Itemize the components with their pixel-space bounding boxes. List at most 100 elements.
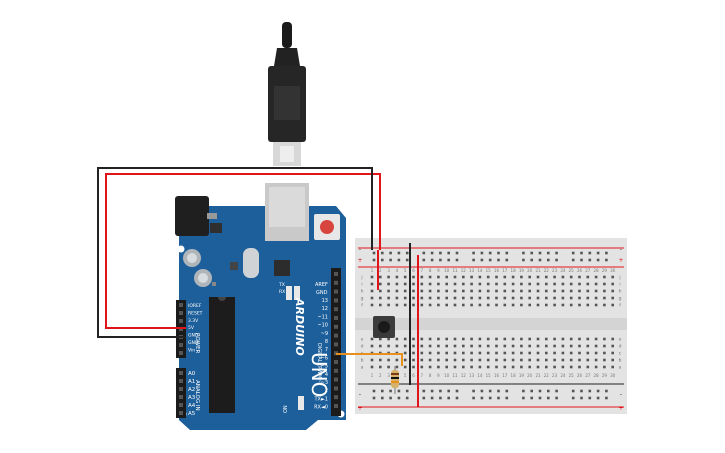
breadboard-hole <box>603 303 606 307</box>
breadboard-hole <box>379 282 382 286</box>
breadboard-hole <box>545 303 548 307</box>
breadboard-hole <box>478 296 482 300</box>
breadboard-hole <box>495 282 498 286</box>
rail-hole <box>372 396 376 400</box>
rail-hole <box>389 389 392 393</box>
rail-hole <box>381 396 384 400</box>
breadboard-hole <box>379 337 382 341</box>
rail-hole <box>596 396 600 400</box>
column-number: 25 <box>569 268 575 273</box>
column-number: 9 <box>437 373 440 378</box>
breadboard-hole <box>486 365 490 369</box>
breadboard-hole <box>428 358 432 362</box>
breadboard-hole <box>511 365 515 369</box>
header-pin <box>334 324 338 329</box>
breadboard-hole <box>403 351 407 355</box>
on-label: ON <box>283 405 289 413</box>
row-letter: b <box>619 358 622 364</box>
breadboard-hole <box>445 275 448 279</box>
breadboard-hole <box>586 337 590 341</box>
breadboard-hole <box>478 344 482 348</box>
rail-hole <box>405 396 409 400</box>
breadboard-hole <box>586 358 590 362</box>
rail-sign: - <box>359 246 361 253</box>
breadboard-hole <box>569 303 573 307</box>
usb-cable <box>268 22 306 166</box>
breadboard-hole <box>395 344 399 348</box>
power-pin-label: Vin <box>188 347 195 353</box>
breadboard-hole <box>387 296 390 300</box>
gnd-label: GND <box>316 290 328 296</box>
breadboard-hole <box>445 303 448 307</box>
column-number: 28 <box>594 373 600 378</box>
breadboard-hole <box>412 275 415 279</box>
breadboard-hole <box>478 289 482 293</box>
rail-hole <box>472 251 475 255</box>
breadboard-hole <box>379 365 382 369</box>
breadboard-hole <box>603 296 606 300</box>
rail-hole <box>397 396 401 400</box>
brand-label: ARDUINO <box>293 297 306 356</box>
rail-hole <box>439 396 442 400</box>
breadboard-hole <box>495 275 498 279</box>
breadboard-hole <box>536 365 540 369</box>
breadboard-hole <box>370 282 374 286</box>
row-letter: b <box>361 358 364 364</box>
rail-hole <box>547 389 550 393</box>
breadboard-hole <box>412 282 415 286</box>
rail-hole <box>596 251 600 255</box>
breadboard-hole <box>578 282 581 286</box>
rail-hole <box>596 258 600 262</box>
breadboard-hole <box>578 358 581 362</box>
breadboard-hole <box>403 282 407 286</box>
breadboard-hole <box>594 344 598 348</box>
breadboard-hole <box>520 296 523 300</box>
breadboard-hole <box>520 344 523 348</box>
breadboard-hole <box>611 282 614 286</box>
breadboard-hole <box>545 344 548 348</box>
breadboard-hole <box>528 337 531 341</box>
breadboard-hole <box>420 344 424 348</box>
breadboard-hole <box>453 358 457 362</box>
rail-hole <box>547 251 550 255</box>
rail-hole <box>497 389 500 393</box>
header-pin <box>179 351 183 355</box>
breadboard-hole <box>437 282 440 286</box>
breadboard-hole <box>462 337 465 341</box>
rail-hole <box>488 258 492 262</box>
breadboard-hole <box>453 337 457 341</box>
breadboard-hole <box>569 289 573 293</box>
row-letter: a <box>619 366 622 371</box>
breadboard-hole <box>611 303 614 307</box>
column-number: 23 <box>552 268 558 273</box>
breadboard-hole <box>511 289 515 293</box>
column-number: 29 <box>602 268 608 273</box>
row-letter: j <box>360 275 362 281</box>
wire-gnd-black <box>97 167 373 338</box>
push-button[interactable] <box>373 316 395 338</box>
breadboard-hole <box>470 351 473 355</box>
breadboard-hole <box>603 337 606 341</box>
rail-hole <box>522 396 525 400</box>
digital-pin-label: 13 <box>322 298 328 304</box>
breadboard-hole <box>520 282 523 286</box>
breadboard-hole <box>586 282 590 286</box>
breadboard-hole <box>395 282 399 286</box>
breadboard-hole <box>578 351 581 355</box>
breadboard-hole <box>403 275 407 279</box>
power-pin-label: GND <box>188 340 199 346</box>
breadboard-hole <box>578 275 581 279</box>
breadboard-hole <box>611 275 614 279</box>
breadboard-hole <box>545 289 548 293</box>
breadboard-hole <box>561 351 565 355</box>
rail-hole <box>455 251 459 255</box>
breadboard-hole <box>395 275 399 279</box>
breadboard-hole <box>578 289 581 293</box>
rail-hole <box>588 251 592 255</box>
rail-hole <box>505 389 509 393</box>
breadboard-hole <box>470 296 473 300</box>
breadboard-hole <box>553 358 556 362</box>
breadboard-hole <box>453 365 457 369</box>
analog-pin-label: A5 <box>188 411 196 417</box>
breadboard-hole <box>412 351 415 355</box>
